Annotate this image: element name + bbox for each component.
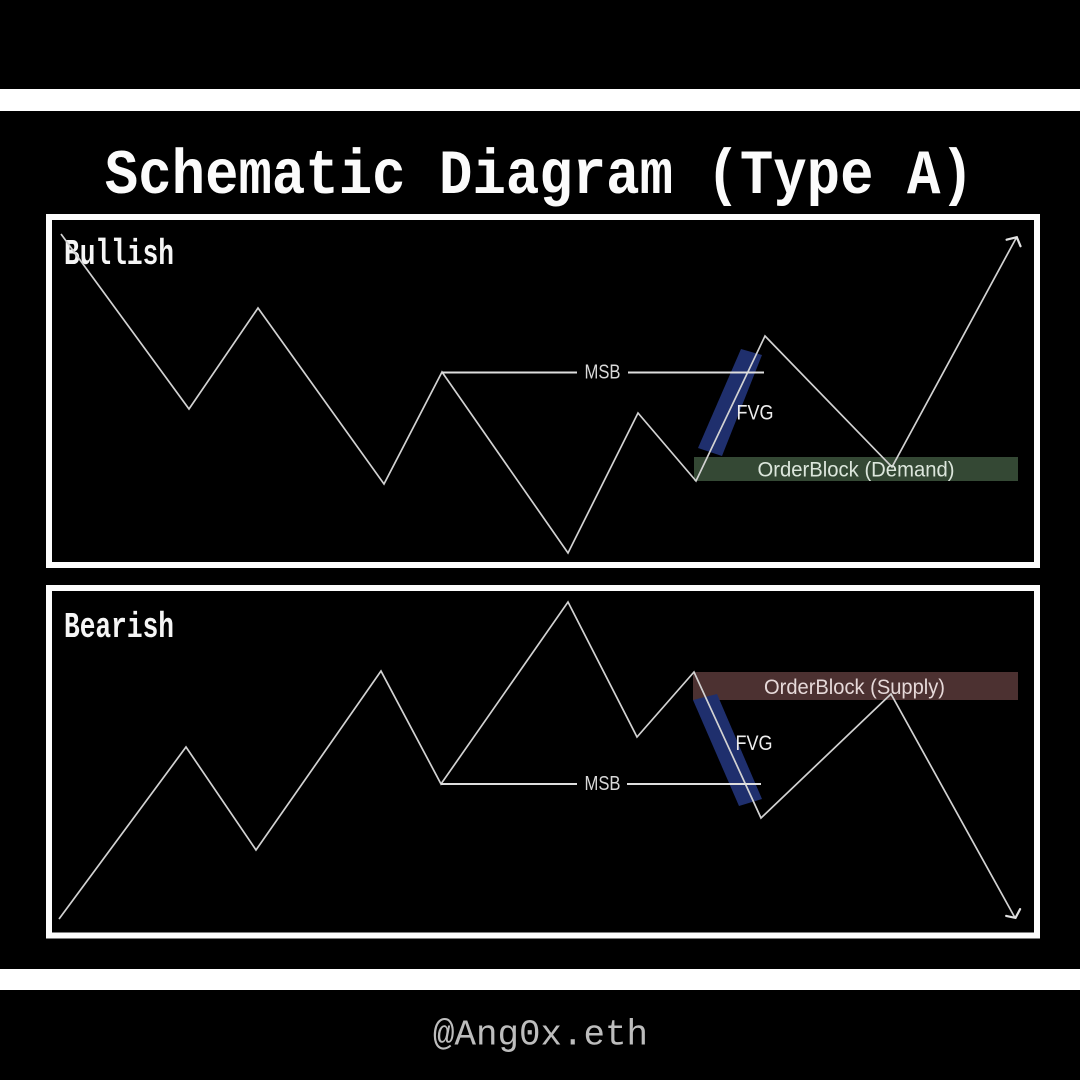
svg-text:Schematic Diagram (Type A): Schematic Diagram (Type A) (105, 141, 974, 213)
svg-text:@Ang0x.eth: @Ang0x.eth (433, 1015, 648, 1056)
svg-text:Bearish: Bearish (64, 607, 174, 648)
svg-text:MSB: MSB (585, 773, 621, 795)
svg-text:Bullish: Bullish (64, 234, 174, 275)
svg-text:FVG: FVG (736, 732, 773, 755)
svg-text:OrderBlock (Demand): OrderBlock (Demand) (758, 459, 955, 482)
svg-text:FVG: FVG (737, 402, 774, 425)
svg-text:OrderBlock (Supply): OrderBlock (Supply) (764, 676, 945, 699)
svg-text:MSB: MSB (585, 362, 621, 384)
